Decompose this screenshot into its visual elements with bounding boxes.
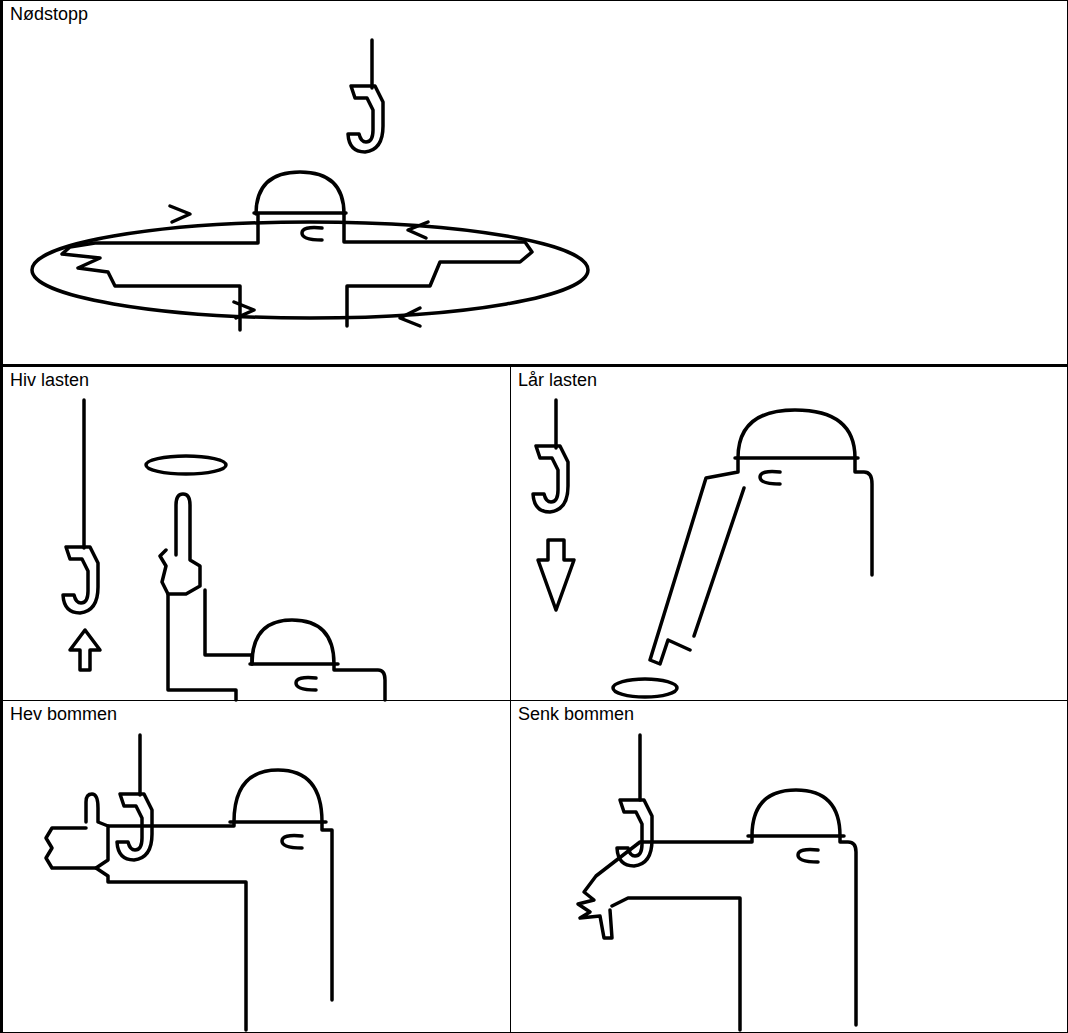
lower-boom-figure (578, 735, 856, 1030)
signal-title: Hev bommen (10, 704, 117, 725)
signal-cell: Hiv lasten (0, 366, 511, 701)
emergency-stop-figure (32, 40, 588, 330)
signal-cell: Senk bommen (510, 700, 1068, 1033)
hoist-load-figure (63, 400, 385, 700)
signal-title: Lår lasten (518, 370, 597, 391)
signal-cell: Nødstopp (0, 0, 1068, 367)
raise-boom-figure (46, 735, 332, 1030)
signal-cell: Lår lasten (510, 366, 1068, 701)
signal-cell: Hev bommen (0, 700, 511, 1033)
signal-title: Senk bommen (518, 704, 634, 725)
lower-load-figure (533, 400, 872, 697)
signal-title: Nødstopp (10, 4, 88, 25)
signal-title: Hiv lasten (10, 370, 89, 391)
